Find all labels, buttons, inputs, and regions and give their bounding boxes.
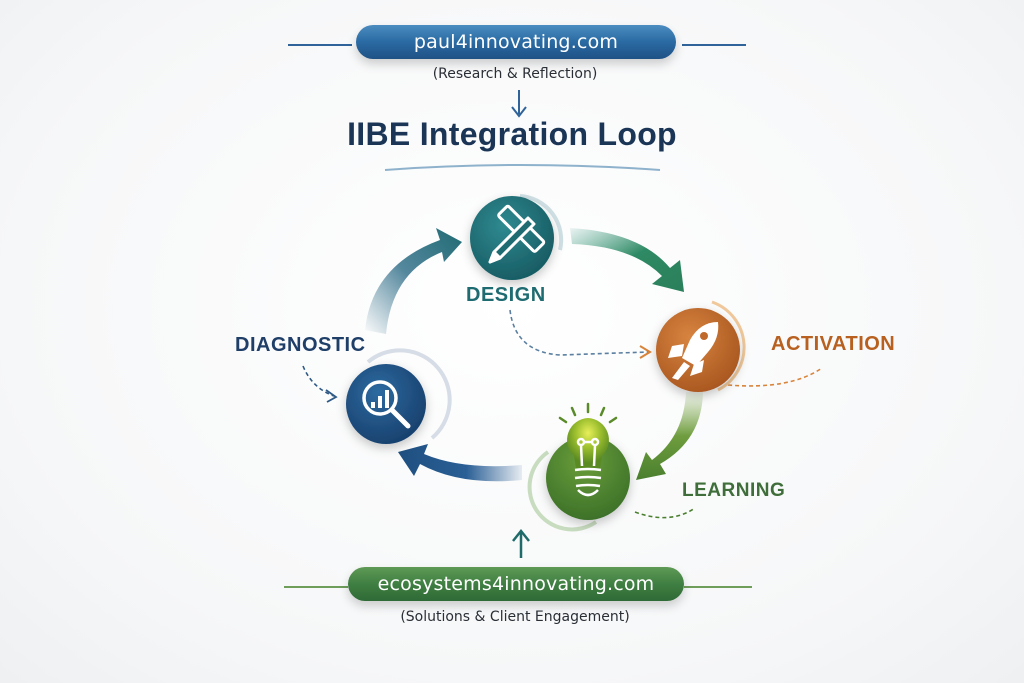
design-label: DESIGN [466, 284, 546, 306]
dashed-design-to-activation [509, 309, 649, 356]
footer-site-badge[interactable]: ecosystems4innovating.com [348, 567, 684, 601]
header-subtitle: (Research & Reflection) [432, 66, 598, 82]
dashed-diagnostic-pointer [302, 365, 335, 397]
header-rule-left [288, 44, 352, 46]
title-underline [384, 164, 661, 171]
diagnostic-label: DIAGNOSTIC [235, 334, 366, 356]
arrow-activation-to-learning [636, 392, 703, 480]
rocket-icon [668, 322, 719, 380]
arrow-up-icon [512, 528, 530, 558]
arrow-down-icon [511, 90, 527, 118]
activation-label: ACTIVATION [771, 333, 896, 355]
footer-subtitle: (Solutions & Client Engagement) [400, 609, 630, 625]
footer-rule-right [684, 586, 752, 588]
arrow-learning-to-diagnostic [398, 444, 522, 482]
learning-label: LEARNING [682, 480, 786, 501]
magnifier-chart-icon [362, 380, 411, 429]
lightbulb-icon [558, 402, 618, 497]
design-node[interactable] [470, 194, 564, 280]
activation-node[interactable] [656, 300, 746, 392]
footer-rule-left [284, 586, 348, 588]
arrow-design-to-activation [570, 228, 684, 292]
learning-node[interactable] [527, 402, 630, 532]
arrow-diagnostic-to-design [365, 228, 462, 334]
page-title: IIBE Integration Loop [347, 116, 677, 152]
header-rule-right [682, 44, 746, 46]
diagnostic-node[interactable] [346, 348, 452, 444]
dashed-learning-trail [634, 507, 696, 519]
pencil-ruler-icon [488, 204, 546, 264]
dashed-activation-trail [727, 367, 823, 387]
header-site-badge[interactable]: paul4innovating.com [356, 25, 676, 59]
